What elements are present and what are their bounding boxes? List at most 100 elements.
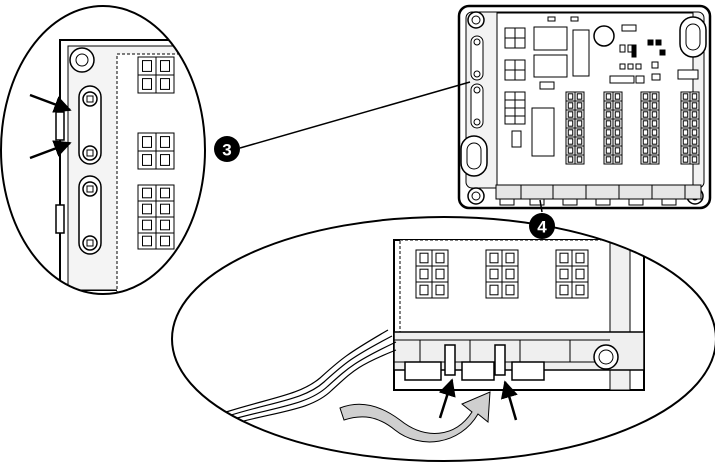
board-terminal-slot (567, 111, 574, 118)
board-terminal-slot (642, 120, 649, 127)
rail-terminal-slot (160, 187, 170, 199)
leader-line-4 (539, 199, 543, 213)
gland-terminal-slot (575, 284, 585, 296)
gland-terminal-slot (435, 268, 445, 280)
insert-direction-arrow (339, 391, 491, 443)
board-terminal-slot (682, 156, 689, 163)
board-terminal-slot (651, 102, 658, 109)
board-terminal-slot (605, 138, 612, 145)
detail-view-rails (55, 39, 205, 294)
rail-terminal-slot (142, 60, 152, 72)
board-terminal-slot (576, 147, 583, 154)
board-terminal-slot (682, 111, 689, 118)
board-terminal-slot (614, 102, 621, 109)
board-terminal-slot (642, 156, 649, 163)
rail-terminal-slot (142, 78, 152, 90)
callout-3-badge (214, 136, 240, 162)
gland-arrows (438, 378, 518, 421)
gland-terminal-slot (419, 284, 429, 296)
callout-4-label: 4 (537, 218, 547, 237)
board-terminal-slot (691, 102, 698, 109)
rail-terminal-slot (160, 219, 170, 231)
board-terminal-slot (651, 93, 658, 100)
callout-4: 4 (529, 213, 555, 239)
board-terminal-slot (576, 120, 583, 127)
board-terminal-slot (682, 120, 689, 127)
board-terminal-slot (614, 111, 621, 118)
gland-terminal-slot (505, 284, 515, 296)
cable-wires (225, 329, 397, 425)
rail-terminal-slot (142, 219, 152, 231)
board-terminal-slot (642, 129, 649, 136)
board-terminal-slot (691, 147, 698, 154)
board-terminal-slot (691, 111, 698, 118)
gland-terminal-slot (575, 268, 585, 280)
detail-circle-left (0, 5, 206, 295)
board-terminal-slot (691, 93, 698, 100)
board-terminal-slot (682, 138, 689, 145)
gland-terminal-slot (419, 252, 429, 264)
board-terminal-slot (651, 147, 658, 154)
board-terminal-slot (567, 102, 574, 109)
gland-terminal-slot (575, 252, 585, 264)
gland-terminal-slot (435, 252, 445, 264)
gland-terminal-slot (435, 284, 445, 296)
board-terminal-slot (567, 147, 574, 154)
callout-3-label: 3 (222, 141, 231, 160)
rail-terminal-slot (160, 136, 170, 148)
detail-ellipse-bottom (171, 216, 715, 462)
board-terminal-slot (614, 93, 621, 100)
rail-terminal-slot (142, 203, 152, 215)
board-terminal-slot (605, 102, 612, 109)
board-terminal-slot (642, 102, 649, 109)
board-terminal-slot (576, 156, 583, 163)
callout-3: 3 (214, 136, 240, 162)
gland-terminal-slot (559, 284, 569, 296)
rail-terminal-slot (142, 235, 152, 247)
gland-terminal-slot (419, 268, 429, 280)
detail-view-terminals (137, 56, 175, 250)
board-terminal-slot (691, 129, 698, 136)
gland-terminal-slot (559, 252, 569, 264)
rail-terminal-slot (142, 154, 152, 166)
callout-4-badge (529, 213, 555, 239)
gland-terminal-slot (489, 284, 499, 296)
rail-terminal-slot (142, 187, 152, 199)
rail-terminal-slot (142, 136, 152, 148)
board-terminal-slot (567, 93, 574, 100)
gland-terminal-slot (505, 268, 515, 280)
board-terminal-slot (682, 93, 689, 100)
board-terminal-slot (576, 129, 583, 136)
board-terminal-slot (682, 102, 689, 109)
board-terminal-slot (642, 138, 649, 145)
board-terminal-slot (651, 129, 658, 136)
rail-terminal-slot (160, 78, 170, 90)
board-terminal-slot (651, 138, 658, 145)
board-terminal-slot (567, 120, 574, 127)
board-terminal-slot (651, 120, 658, 127)
board-terminal-slot (605, 111, 612, 118)
board-terminal-slot (576, 138, 583, 145)
leader-line-3 (239, 81, 471, 149)
board-terminal-slot (614, 138, 621, 145)
board-terminal-slot (576, 102, 583, 109)
board-terminal-slot (605, 147, 612, 154)
rail-terminal-slot (160, 154, 170, 166)
board-terminal-slot (605, 120, 612, 127)
board-terminal-slot (605, 156, 612, 163)
detail-view-bottom-terminals (415, 249, 589, 299)
board-terminal-slot (567, 129, 574, 136)
board-terminal-slot (605, 93, 612, 100)
gland-terminal-slot (489, 268, 499, 280)
rail-terminal-slot (160, 203, 170, 215)
board-terminal-slot (576, 111, 583, 118)
board-terminal-slot (614, 147, 621, 154)
rail-terminal-slot (160, 235, 170, 247)
board-terminal-slot (642, 147, 649, 154)
board-terminal-columns (565, 91, 700, 165)
board-terminal-slot (567, 156, 574, 163)
gland-terminal-slot (489, 252, 499, 264)
board-terminal-slot (576, 93, 583, 100)
rail-clip-arrows (29, 93, 72, 160)
